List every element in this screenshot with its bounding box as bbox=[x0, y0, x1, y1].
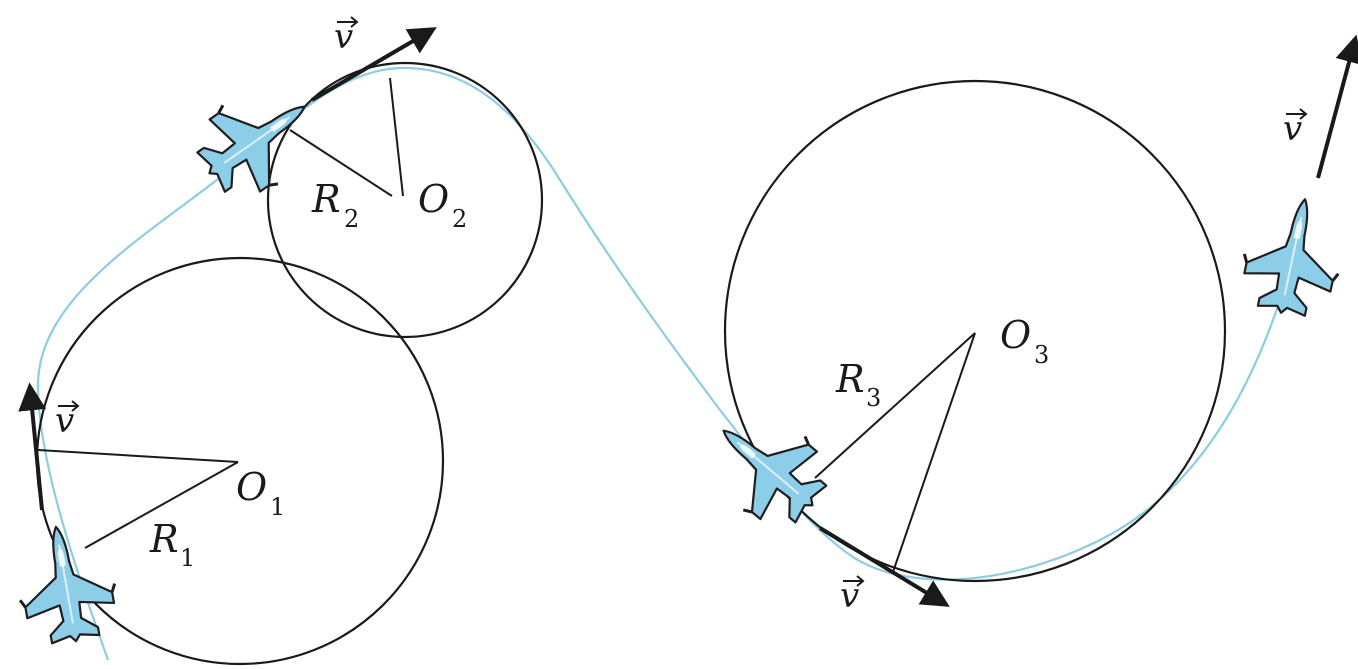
trajectory-path bbox=[36, 66, 1282, 661]
svg-text:v: v bbox=[840, 576, 859, 616]
svg-text:v: v bbox=[1283, 109, 1302, 149]
svg-text:O: O bbox=[236, 465, 267, 509]
radius-r1-line-b bbox=[84, 461, 239, 549]
svg-text:v: v bbox=[55, 401, 74, 441]
velocity-arrow-3 bbox=[818, 526, 950, 607]
circle-o3 bbox=[723, 79, 1227, 583]
label-o1: O 1 bbox=[236, 465, 285, 521]
radius-r3-line-b bbox=[892, 332, 976, 573]
label-r1: R 1 bbox=[149, 517, 195, 572]
svg-text:R: R bbox=[311, 177, 341, 221]
svg-text:2: 2 bbox=[452, 205, 467, 233]
svg-text:3: 3 bbox=[1034, 341, 1049, 369]
svg-text:3: 3 bbox=[866, 384, 881, 412]
radius-r3-line-a bbox=[814, 332, 976, 479]
svg-text:v: v bbox=[334, 17, 353, 57]
svg-text:O: O bbox=[418, 177, 449, 221]
circle-o2 bbox=[266, 61, 544, 339]
svg-text:O: O bbox=[1000, 313, 1031, 357]
jet-4 bbox=[1232, 187, 1354, 325]
svg-text:2: 2 bbox=[344, 205, 359, 233]
radius-r2-line-b bbox=[289, 129, 393, 197]
label-o3: O 3 bbox=[1000, 313, 1049, 369]
svg-text:1: 1 bbox=[180, 544, 195, 572]
velocity-label-3: v bbox=[840, 575, 865, 616]
label-r2: R 2 bbox=[311, 177, 359, 233]
label-r3: R 3 bbox=[835, 357, 881, 412]
velocity-arrow-4 bbox=[1316, 34, 1358, 179]
radius-r1-line-a bbox=[37, 449, 239, 463]
svg-text:R: R bbox=[835, 357, 865, 401]
jet-2 bbox=[180, 65, 334, 215]
jet-3 bbox=[691, 392, 845, 544]
label-o2: O 2 bbox=[418, 177, 467, 233]
velocity-arrow-1 bbox=[18, 382, 47, 511]
velocity-label-4: v bbox=[1283, 108, 1308, 149]
radius-r2-line-a bbox=[389, 77, 404, 197]
jet-1 bbox=[7, 517, 125, 651]
svg-text:1: 1 bbox=[270, 493, 285, 521]
svg-text:R: R bbox=[149, 517, 179, 561]
velocity-arrow-2 bbox=[310, 27, 437, 102]
velocity-label-2: v bbox=[334, 16, 359, 57]
velocity-label-1: v bbox=[55, 400, 80, 441]
